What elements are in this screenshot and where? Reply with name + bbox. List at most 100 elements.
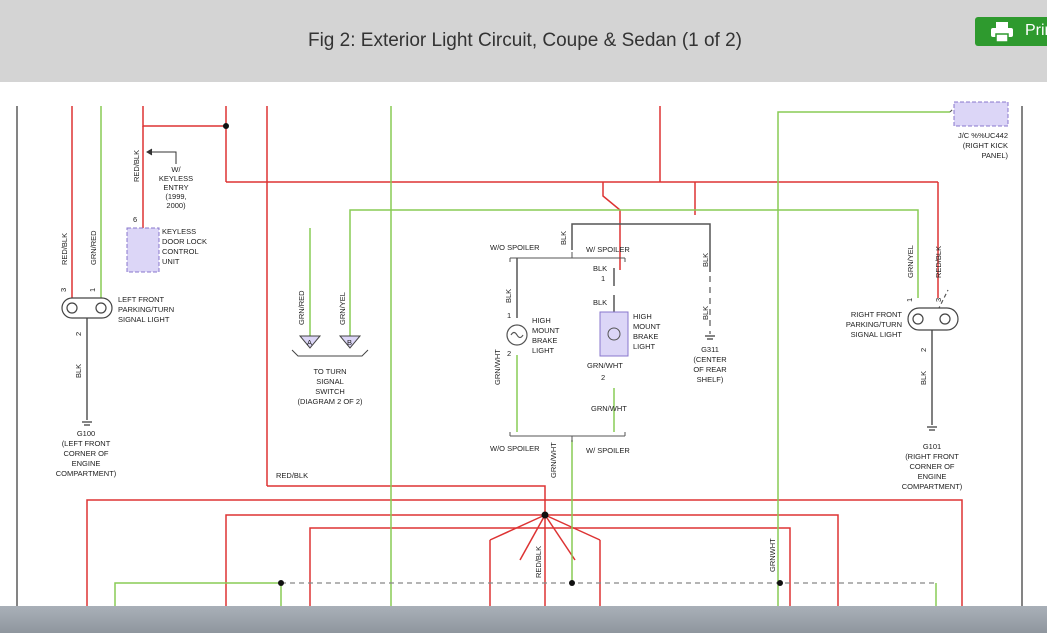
svg-text:MOUNT: MOUNT: [532, 326, 560, 335]
header-bar: Fig 2: Exterior Light Circuit, Coupe & S…: [0, 0, 1047, 82]
bottom-bar: [0, 606, 1047, 633]
svg-text:J/C %%UC442: J/C %%UC442: [958, 131, 1008, 140]
splice-dots: [223, 123, 783, 586]
turn-signal-connectors: [291, 335, 369, 357]
svg-text:COMPARTMENT): COMPARTMENT): [902, 482, 963, 491]
svg-text:TO TURN: TO TURN: [313, 367, 346, 376]
pin-6-label: 6: [133, 215, 137, 224]
svg-text:BRAKE: BRAKE: [532, 336, 557, 345]
svg-text:GRN/RED: GRN/RED: [297, 290, 306, 325]
svg-text:DOOR LOCK: DOOR LOCK: [162, 237, 207, 246]
svg-text:BLK: BLK: [559, 231, 568, 245]
svg-text:PARKING/TURN: PARKING/TURN: [846, 320, 902, 329]
svg-text:1: 1: [88, 288, 97, 292]
svg-text:SHELF): SHELF): [697, 375, 724, 384]
svg-text:CORNER OF: CORNER OF: [64, 449, 109, 458]
svg-text:RED/BLK: RED/BLK: [534, 546, 543, 578]
svg-text:(1999,: (1999,: [165, 192, 186, 201]
svg-text:(CENTER: (CENTER: [693, 355, 727, 364]
svg-text:(RIGHT FRONT: (RIGHT FRONT: [905, 452, 959, 461]
svg-text:BLK: BLK: [701, 253, 710, 267]
svg-text:PANEL): PANEL): [981, 151, 1008, 160]
left-front-light: [61, 297, 113, 319]
print-button[interactable]: Print: [975, 17, 1047, 46]
svg-text:KEYLESS: KEYLESS: [159, 174, 193, 183]
svg-text:SIGNAL LIGHT: SIGNAL LIGHT: [851, 330, 903, 339]
red-blk-horizontal-label: RED/BLK: [276, 471, 308, 480]
svg-text:3: 3: [59, 288, 68, 292]
hmbl-module-right: [599, 311, 629, 357]
page-title: Fig 2: Exterior Light Circuit, Coupe & S…: [307, 30, 743, 51]
svg-text:SIGNAL: SIGNAL: [316, 377, 344, 386]
connector-b-label: B: [347, 338, 352, 347]
svg-text:BRAKE: BRAKE: [633, 332, 658, 341]
ground-symbols: [82, 335, 937, 431]
svg-text:GRN/YEL: GRN/YEL: [338, 292, 347, 325]
svg-text:RED/BLK: RED/BLK: [934, 246, 943, 278]
svg-text:ENGINE: ENGINE: [918, 472, 947, 481]
svg-text:LEFT FRONT: LEFT FRONT: [118, 295, 165, 304]
w-spoiler-bottom: W/ SPOILER: [586, 446, 630, 455]
vertical-wire-labels: RED/BLK GRN/RED RED/BLK GRN/RED GRN/YEL …: [60, 150, 943, 578]
svg-text:OF REAR: OF REAR: [693, 365, 727, 374]
pin-numbers: 3 1 2 1 3 2 1 2 1 2: [59, 274, 943, 382]
svg-text:GRN/WHT: GRN/WHT: [591, 404, 627, 413]
text-keyless-unit: KEYLESS DOOR LOCK CONTROL UNIT: [162, 227, 207, 266]
print-label: Print: [1025, 22, 1047, 39]
svg-text:2: 2: [601, 373, 605, 382]
svg-text:MOUNT: MOUNT: [633, 322, 661, 331]
svg-text:SIGNAL LIGHT: SIGNAL LIGHT: [118, 315, 170, 324]
svg-text:GRN/YEL: GRN/YEL: [906, 245, 915, 278]
text-g100: G100 (LEFT FRONT CORNER OF ENGINE COMPAR…: [56, 429, 117, 478]
svg-text:BLK: BLK: [919, 371, 928, 385]
svg-text:GRN/WHT: GRN/WHT: [493, 349, 502, 385]
svg-text:2: 2: [507, 349, 511, 358]
svg-text:ENGINE: ENGINE: [72, 459, 101, 468]
svg-text:HIGH: HIGH: [532, 316, 551, 325]
svg-text:BLK: BLK: [74, 364, 83, 378]
text-jc: J/C %%UC442 (RIGHT KICK PANEL): [958, 131, 1009, 160]
diagram-canvas: W/ KEYLESS ENTRY (1999, 2000) 6 KEYLESS …: [0, 82, 1047, 606]
svg-text:RED/BLK: RED/BLK: [60, 233, 69, 265]
svg-text:UNIT: UNIT: [162, 257, 180, 266]
svg-text:(RIGHT KICK: (RIGHT KICK: [963, 141, 1008, 150]
svg-text:SWITCH: SWITCH: [315, 387, 345, 396]
svg-text:GRNWHT: GRNWHT: [768, 538, 777, 572]
svg-text:LIGHT: LIGHT: [532, 346, 555, 355]
svg-text:GRN/WHT: GRN/WHT: [587, 361, 623, 370]
keyless-arrow: [146, 148, 177, 164]
spoiler-bracket-bottom: [509, 432, 626, 442]
svg-text:(DIAGRAM 2 OF 2): (DIAGRAM 2 OF 2): [297, 397, 363, 406]
text-g311: G311 (CENTER OF REAR SHELF): [693, 345, 727, 384]
junction-connector-box: [953, 101, 1009, 127]
svg-text:1: 1: [507, 311, 511, 320]
printer-icon: [991, 22, 1013, 42]
svg-text:KEYLESS: KEYLESS: [162, 227, 196, 236]
text-left-light: LEFT FRONT PARKING/TURN SIGNAL LIGHT: [118, 295, 174, 324]
right-front-light: [907, 307, 959, 331]
svg-text:GRN/RED: GRN/RED: [89, 230, 98, 265]
red-wires: [71, 106, 963, 606]
svg-text:CONTROL: CONTROL: [162, 247, 199, 256]
black-wires: [86, 223, 933, 425]
w-spoiler-top: W/ SPOILER: [586, 245, 630, 254]
text-w-keyless-entry: W/ KEYLESS ENTRY (1999, 2000): [159, 165, 193, 210]
svg-text:BLK: BLK: [593, 298, 607, 307]
svg-text:3: 3: [934, 298, 943, 302]
text-g101: G101 (RIGHT FRONT CORNER OF ENGINE COMPA…: [902, 442, 963, 491]
svg-text:2: 2: [74, 332, 83, 336]
hmbl-bulb-left: [506, 324, 528, 346]
svg-text:PARKING/TURN: PARKING/TURN: [118, 305, 174, 314]
hmbl-module-symbol: [607, 327, 621, 341]
svg-text:G311: G311: [701, 345, 719, 354]
text-hmbl-right: HIGH MOUNT BRAKE LIGHT: [633, 312, 661, 351]
wo-spoiler-bottom: W/O SPOILER: [490, 444, 540, 453]
wiring-diagram: W/ KEYLESS ENTRY (1999, 2000) 6 KEYLESS …: [16, 101, 1023, 606]
svg-text:RIGHT FRONT: RIGHT FRONT: [851, 310, 903, 319]
svg-text:W/: W/: [171, 165, 181, 174]
wo-spoiler-top: W/O SPOILER: [490, 243, 540, 252]
svg-text:G101: G101: [923, 442, 941, 451]
svg-text:G100: G100: [77, 429, 95, 438]
svg-text:(LEFT FRONT: (LEFT FRONT: [62, 439, 111, 448]
svg-text:RED/BLK: RED/BLK: [132, 150, 141, 182]
